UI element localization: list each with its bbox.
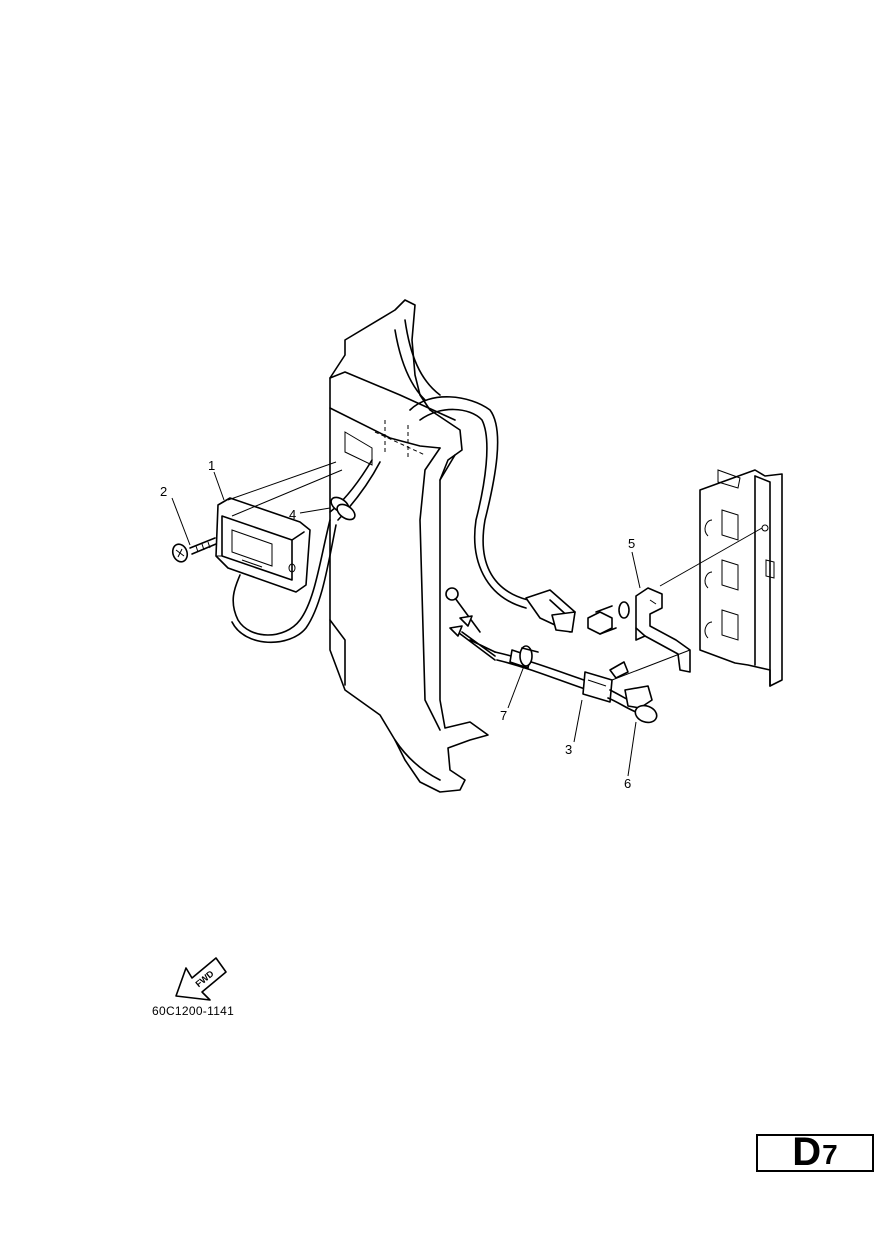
grommet xyxy=(231,459,381,644)
callout-6: 6 xyxy=(624,776,631,791)
meter-cable xyxy=(409,396,529,609)
callout-3: 3 xyxy=(565,742,572,757)
callout-1: 1 xyxy=(208,458,215,473)
leader-lines xyxy=(171,461,763,777)
screw xyxy=(171,537,217,563)
bracket xyxy=(635,587,691,673)
callout-4: 4 xyxy=(289,507,296,522)
meter xyxy=(215,497,311,593)
page-letter: D xyxy=(792,1130,822,1174)
fwd-arrow-icon: FWD xyxy=(175,957,227,1001)
callout-2: 2 xyxy=(160,484,167,499)
bolt xyxy=(587,601,630,635)
clamp xyxy=(609,661,658,724)
cable-connector xyxy=(525,589,576,633)
drawing-code: 60C1200-1141 xyxy=(152,1004,235,1018)
band xyxy=(519,645,539,667)
mount-plate xyxy=(699,469,783,687)
callout-5: 5 xyxy=(628,536,635,551)
page-number: 7 xyxy=(822,1139,838,1170)
page-id-box: D 7 xyxy=(756,1130,874,1174)
callout-7: 7 xyxy=(500,708,507,723)
bottom-cowling xyxy=(329,299,489,793)
